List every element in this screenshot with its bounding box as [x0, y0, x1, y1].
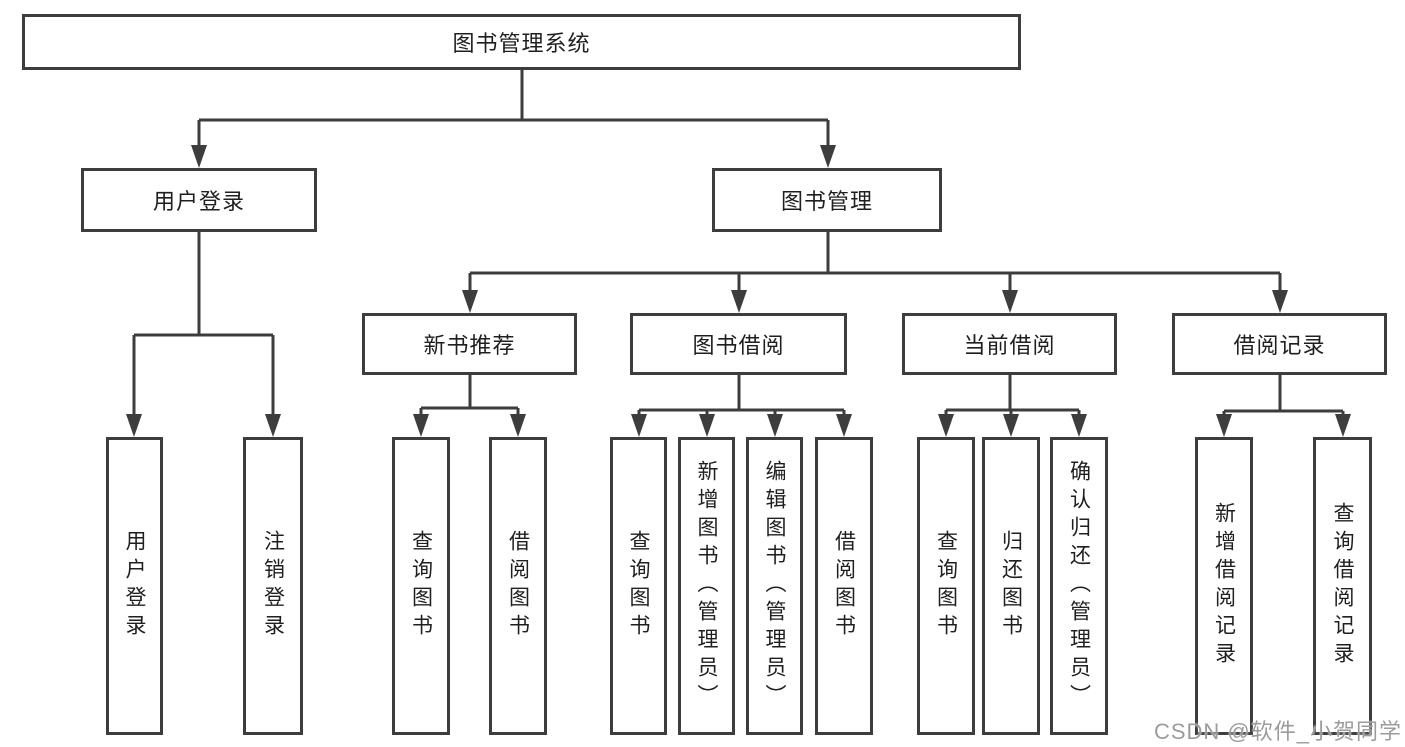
leaf-user-login: 用户登录	[106, 437, 163, 735]
node-user-login-branch: 用户登录	[81, 168, 317, 232]
leaf-logout: 注销登录	[243, 437, 303, 735]
leaf-query-books-current: 查询图书	[917, 437, 975, 735]
leaf-edit-book-admin: 编辑图书（管理员）	[746, 437, 803, 735]
leaf-borrow-books-borrow-label: 借阅图书	[832, 530, 856, 642]
leaf-add-book-admin: 新增图书（管理员）	[678, 437, 735, 735]
node-user-login-branch-label: 用户登录	[152, 189, 245, 214]
node-current-borrow-label: 当前借阅	[963, 333, 1056, 358]
leaf-query-borrow-record-label: 查询借阅记录	[1331, 502, 1354, 670]
node-book-borrow: 图书借阅	[630, 313, 847, 375]
node-book-management-branch: 图书管理	[712, 168, 942, 232]
leaf-return-book: 归还图书	[982, 437, 1040, 735]
leaf-edit-book-admin-label: 编辑图书（管理员）	[763, 460, 786, 712]
leaf-query-books-recommend-label: 查询图书	[409, 530, 433, 642]
leaf-add-borrow-record-label: 新增借阅记录	[1212, 502, 1236, 670]
leaf-borrow-books-recommend: 借阅图书	[489, 437, 547, 735]
node-borrow-records: 借阅记录	[1172, 313, 1387, 375]
node-root-label: 图书管理系统	[452, 31, 591, 56]
node-current-borrow: 当前借阅	[902, 313, 1117, 375]
node-book-management-branch-label: 图书管理	[780, 189, 873, 214]
leaf-query-books-borrow-label: 查询图书	[627, 530, 650, 642]
node-new-book-recommend-label: 新书推荐	[423, 333, 516, 358]
node-borrow-records-label: 借阅记录	[1233, 333, 1326, 358]
leaf-add-book-admin-label: 新增图书（管理员）	[695, 460, 718, 712]
watermark: CSDN @软件_小贺同学	[1153, 719, 1402, 744]
leaf-logout-label: 注销登录	[261, 530, 285, 642]
leaf-query-books-borrow: 查询图书	[610, 437, 667, 735]
node-root: 图书管理系统	[22, 14, 1021, 70]
leaf-query-borrow-record: 查询借阅记录	[1313, 437, 1372, 735]
leaf-return-book-label: 归还图书	[999, 530, 1023, 642]
leaf-add-borrow-record: 新增借阅记录	[1195, 437, 1253, 735]
leaf-borrow-books-recommend-label: 借阅图书	[506, 530, 530, 642]
leaf-query-books-current-label: 查询图书	[934, 530, 958, 642]
node-new-book-recommend: 新书推荐	[362, 313, 577, 375]
leaf-confirm-return-admin: 确认归还（管理员）	[1050, 437, 1108, 735]
node-book-borrow-label: 图书借阅	[692, 333, 785, 358]
leaf-confirm-return-admin-label: 确认归还（管理员）	[1067, 460, 1091, 712]
leaf-borrow-books-borrow: 借阅图书	[815, 437, 873, 735]
leaf-user-login-label: 用户登录	[123, 530, 146, 642]
leaf-query-books-recommend: 查询图书	[392, 437, 450, 735]
